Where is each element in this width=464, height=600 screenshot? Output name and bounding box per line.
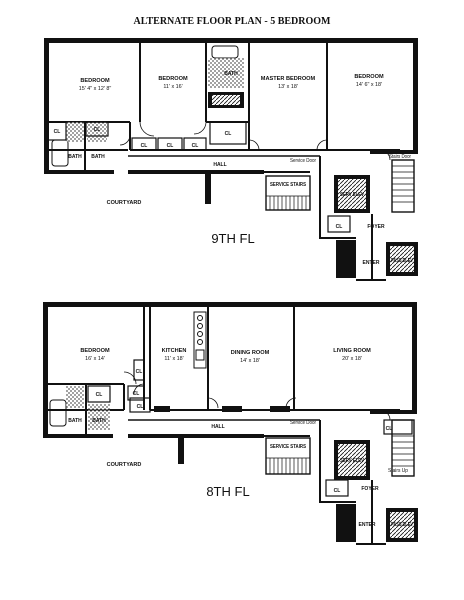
ninth-closet-e-label: CL [192, 143, 199, 149]
ninth-service-stairs-label: SERVICE STAIRS [270, 182, 307, 188]
ninth-foyer-label: FOYER [367, 224, 385, 230]
eighth-service-door-label: Service Door [290, 420, 316, 426]
ninth-bath-a-label: BATH [68, 154, 82, 160]
plan-title: ALTERNATE FLOOR PLAN - 5 BEDROOM [134, 16, 332, 27]
ninth-bedroom-1-label: BEDROOM [80, 78, 110, 84]
eighth-closets [87, 359, 413, 497]
ninth-floor-plan: BEDROOM 15' 4" x 12' 8" BEDROOM 11' x 16… [44, 38, 418, 281]
ninth-closets [47, 121, 351, 233]
eighth-bathtub [49, 399, 67, 427]
eighth-shafts [334, 440, 418, 542]
eighth-foyer-label: FOYER [361, 486, 379, 492]
eighth-closet-f-label: CL [334, 488, 341, 494]
eighth-bedroom-label: BEDROOM [80, 348, 110, 354]
eighth-bedroom-dim: 16' x 14' [85, 356, 105, 362]
ninth-bath-floor-a [66, 122, 84, 142]
eighth-closet-b-label: CL [133, 391, 140, 397]
ninth-hall-label: HALL [213, 162, 226, 168]
ninth-closet-f-label: CL [225, 131, 232, 137]
eighth-service-stairs-label: SERVICE STAIRS [270, 444, 307, 450]
eighth-stairs [391, 419, 415, 477]
ninth-floor-label: 9TH FL [211, 231, 254, 246]
eighth-living-room-dim: 20' x 18' [342, 356, 362, 362]
eighth-courtyard-label: COURTYARD [107, 462, 142, 468]
ninth-closet-a-label: CL [54, 129, 61, 135]
eighth-dining-room-label: DINING ROOM [231, 350, 270, 356]
eighth-closet-c-label: CL [137, 404, 144, 410]
eighth-floor-label: 8TH FL [206, 484, 249, 499]
ninth-bath-b-label: BATH [91, 154, 105, 160]
eighth-door-swings [123, 371, 391, 421]
ninth-service-door-label: Service Door [290, 158, 316, 164]
ninth-outer-walls [44, 38, 418, 204]
eighth-foyer-walls [319, 420, 386, 545]
eighth-bath-floor-a [66, 386, 84, 408]
ninth-master-bath-label: BATH [224, 71, 238, 77]
eighth-closet-d-label: CL [136, 369, 143, 375]
eighth-bath-floor-b [88, 404, 110, 430]
ninth-courtyard-label: COURTYARD [107, 200, 142, 206]
ninth-enter-label: ENTER [363, 260, 380, 266]
eighth-stairs-up-label: Stairs Up [388, 468, 408, 474]
ninth-bedroom-4-dim: 14' 6" x 18' [356, 82, 382, 88]
eighth-enter-label: ENTER [359, 522, 376, 528]
eighth-kitchen-counter [193, 311, 207, 369]
eighth-kitchen-label: KITCHEN [162, 348, 187, 354]
ninth-stairs-door-label: Stairs Door [389, 154, 411, 160]
eighth-serv-elev-label: SERV ELEV [340, 458, 365, 464]
ninth-master-bedroom-dim: 13' x 18' [278, 84, 298, 90]
ninth-closet-d-label: CL [167, 143, 174, 149]
ninth-bedroom-4-label: BEDROOM [354, 74, 384, 80]
eighth-hall-label: HALL [211, 424, 224, 430]
ninth-closet-c-label: CL [141, 143, 148, 149]
eighth-kitchen-dim: 11' x 18' [164, 356, 183, 362]
eighth-bath-a-label: BATH [68, 418, 82, 424]
ninth-door-swings [119, 121, 391, 161]
ninth-bath-floor-b [87, 122, 107, 142]
eighth-bath-b-label: BATH [92, 418, 106, 424]
eighth-partitions [48, 307, 400, 437]
ninth-hall-walls [128, 155, 320, 173]
ninth-foyer-walls [319, 156, 386, 281]
ninth-serv-elev-label: SERV ELEV [340, 192, 365, 198]
ninth-bedroom-2-label: BEDROOM [158, 76, 188, 82]
eighth-living-room-label: LIVING ROOM [333, 348, 371, 354]
eighth-pass-elev-label: PASS ELEV [391, 522, 414, 528]
ninth-pass-elev-label: PASS ELEV [391, 258, 414, 264]
eighth-closet-a-label: CL [96, 392, 103, 398]
ninth-shafts [208, 92, 418, 278]
eighth-service-stairs [265, 437, 311, 475]
ninth-master-bath-floor [208, 58, 244, 88]
ninth-closet-b-label: CL [94, 127, 101, 133]
ninth-master-bedroom-label: MASTER BEDROOM [261, 76, 316, 82]
eighth-closet-e-label: CL [386, 426, 393, 432]
ninth-closet-g-label: CL [336, 224, 343, 230]
ninth-service-stairs [265, 175, 311, 211]
eighth-floor-plan: BEDROOM 16' x 14' KITCHEN 11' x 18' DINI… [43, 302, 418, 545]
ninth-bedroom-1-dim: 15' 4" x 12' 8" [79, 86, 112, 92]
ninth-bedroom-2-dim: 11' x 16' [163, 84, 182, 90]
eighth-dining-room-dim: 14' x 18' [240, 358, 260, 364]
ninth-stairs [391, 159, 415, 213]
